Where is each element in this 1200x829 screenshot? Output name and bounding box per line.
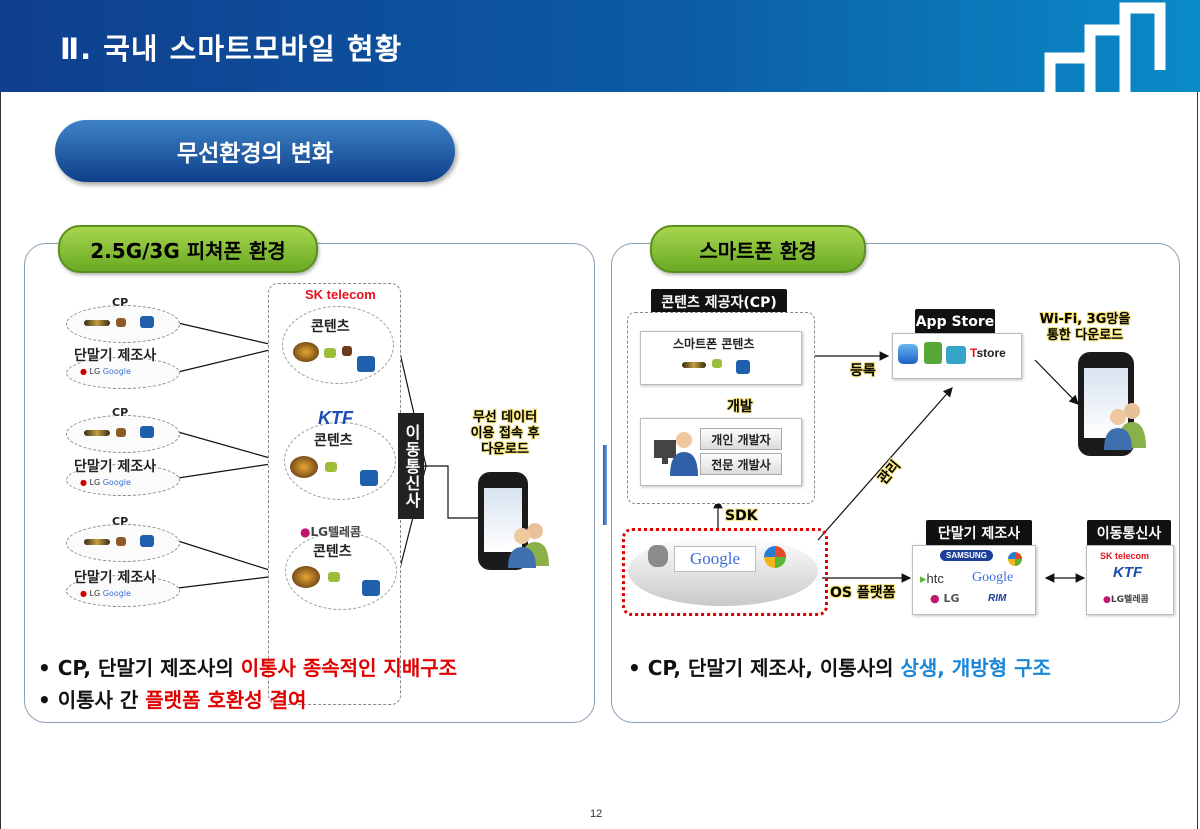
lg-logo: ● LG	[930, 592, 960, 605]
htc-logo: ▸htc	[920, 571, 944, 586]
cp-label: CP	[112, 515, 129, 528]
tstore-logo: Tstore	[970, 346, 1006, 360]
google-logo: Google	[102, 478, 131, 487]
os-platform-label: OS 플랫폼	[830, 585, 896, 601]
content-thumbnail	[325, 462, 337, 472]
dev-individual: 개인 개발자	[700, 428, 782, 450]
wifi-download-note: Wi-Fi, 3G망을 통한 다운로드	[1039, 312, 1131, 343]
bullet-line: • 이통사 간 플랫폼 호환성 결여	[38, 688, 307, 712]
sk-telecom-logo: SK telecom	[1100, 551, 1150, 561]
mfr-logos: ● LG Google	[80, 589, 131, 598]
lg-logo: LG	[89, 367, 101, 376]
ktf-logo: KTF	[1113, 564, 1143, 581]
windows-logo	[1008, 552, 1022, 566]
feature-phone-pill: 2.5G/3G 피쳐폰 환경	[58, 225, 318, 273]
sdk-label: SDK	[725, 508, 758, 524]
cp-box-title: 콘텐츠 제공자(CP)	[651, 289, 787, 314]
app-store-title: App Store	[915, 309, 995, 334]
content-thumbnail	[140, 535, 154, 547]
content-thumbnail	[712, 359, 722, 368]
google-logo: Google	[102, 367, 131, 376]
carrier-box	[1086, 545, 1174, 615]
lg-telecom-logo: ●LG텔레콤	[1103, 595, 1149, 605]
section-title-pill: 무선환경의 변화	[55, 120, 455, 182]
content-thumbnail	[116, 318, 126, 327]
mfr-label: 단말기 제조사	[74, 570, 157, 586]
users-icon	[1100, 400, 1150, 450]
mfr-logos: ● LG Google	[80, 478, 131, 487]
developer-icon	[650, 426, 700, 478]
lg-telecom-logo: ●LG텔레콤	[300, 525, 362, 539]
lg-logo: LG	[89, 478, 101, 487]
content-thumbnail	[116, 428, 126, 437]
mfr-logos: ● LG Google	[80, 367, 131, 376]
content-thumbnail	[84, 320, 110, 326]
page-number: 12	[590, 808, 603, 820]
register-label: 등록	[850, 363, 876, 379]
content-thumbnail	[140, 426, 154, 438]
slide-header: Ⅱ. 국내 스마트모바일 현황	[0, 0, 1200, 92]
sk-telecom-logo: SK telecom	[305, 287, 376, 302]
apple-logo	[648, 545, 668, 567]
cp-cloud	[66, 524, 180, 562]
panel-divider	[603, 445, 607, 525]
manufacturer-title: 단말기 제조사	[926, 520, 1032, 546]
smart-contents-label: 스마트폰 콘텐츠	[673, 337, 755, 351]
content-thumbnail	[342, 346, 352, 356]
smartphone-pill: 스마트폰 환경	[650, 225, 866, 273]
dev-professional: 전문 개발사	[700, 453, 782, 475]
download-note: 무선 데이터 이용 접속 후 다운로드	[470, 410, 540, 457]
shop-icon	[946, 346, 966, 364]
google-logo: Google	[972, 570, 1014, 585]
smart-contents-box	[640, 331, 802, 385]
users-icon	[505, 520, 553, 568]
samsung-logo: SAMSUNG	[940, 550, 993, 561]
header-logo-icon	[1044, 2, 1166, 92]
rim-logo: RIM	[988, 593, 1007, 604]
content-thumbnail	[682, 362, 706, 368]
slide-title: Ⅱ. 국내 스마트모바일 현황	[60, 32, 403, 66]
google-logo: Google	[102, 589, 131, 598]
lg-logo: LG	[89, 589, 101, 598]
bullet-line: • CP, 단말기 제조사의 이통사 종속적인 지배구조	[38, 656, 458, 680]
content-thumbnail	[362, 580, 380, 596]
mfr-cloud	[66, 357, 180, 389]
content-thumbnail	[84, 539, 110, 545]
content-thumbnail	[293, 342, 319, 362]
dev-label: 개발	[727, 399, 753, 415]
content-thumbnail	[324, 348, 336, 358]
carrier-title: 이동통신사	[1087, 520, 1171, 546]
content-thumbnail	[357, 356, 375, 372]
bullet-line: • CP, 단말기 제조사, 이통사의 상생, 개방형 구조	[628, 656, 1051, 680]
ktf-logo: KTF	[318, 408, 353, 428]
android-market-icon	[924, 342, 942, 364]
content-thumbnail	[328, 572, 340, 582]
content-thumbnail	[290, 456, 318, 478]
mfr-label: 단말기 제조사	[74, 348, 157, 364]
contents-label: 콘텐츠	[314, 433, 353, 449]
content-thumbnail	[736, 360, 750, 374]
mfr-cloud	[66, 464, 180, 496]
apple-store-icon	[898, 344, 918, 364]
windows-logo	[764, 546, 786, 568]
cp-label: CP	[112, 296, 129, 309]
cp-label: CP	[112, 406, 129, 419]
contents-label: 콘텐츠	[311, 319, 350, 335]
mfr-cloud	[66, 575, 180, 607]
contents-label: 콘텐츠	[313, 544, 352, 560]
os-platform-highlight	[622, 528, 828, 616]
content-thumbnail	[140, 316, 154, 328]
content-thumbnail	[292, 566, 320, 588]
content-thumbnail	[84, 430, 110, 436]
google-logo: Google	[674, 546, 756, 572]
content-thumbnail	[360, 470, 378, 486]
content-thumbnail	[116, 537, 126, 546]
mfr-label: 단말기 제조사	[74, 459, 157, 475]
mobile-carrier-label: 이동통신사	[398, 413, 424, 519]
